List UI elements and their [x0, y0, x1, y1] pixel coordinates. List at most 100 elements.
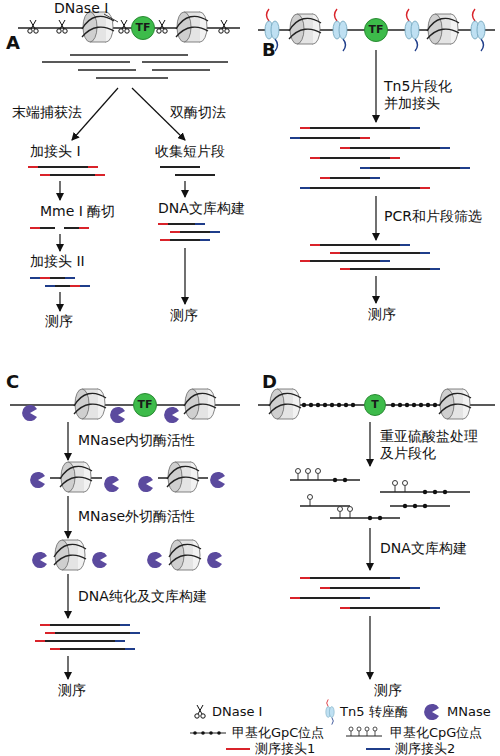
panel-a-art	[157, 20, 167, 33]
panel-d-art	[398, 403, 402, 407]
panel-d-art	[330, 403, 334, 407]
legend-samples	[367, 731, 368, 736]
tf-text: TF	[368, 24, 383, 36]
panel-b-art	[333, 9, 347, 51]
panel-b-art	[320, 177, 330, 179]
panel-a-art	[28, 166, 38, 168]
panel-d-art	[390, 577, 400, 579]
panel-b-art	[310, 244, 320, 246]
panel-b-art	[420, 252, 430, 254]
panel-b-art	[310, 244, 410, 246]
panel-a-art	[95, 174, 105, 176]
legend-samples	[193, 731, 221, 735]
panel-d-art	[419, 403, 423, 407]
panel-c-art	[167, 462, 199, 492]
panel-a-art	[59, 234, 60, 251]
legend-samples	[366, 748, 390, 750]
panel-a-art	[28, 166, 98, 168]
legend-samples	[357, 727, 361, 731]
panel-a-art	[119, 20, 129, 33]
panel-b-art	[390, 157, 400, 159]
legend-text: 测序接头1	[255, 741, 315, 756]
panel-b-art	[300, 187, 310, 189]
step-label: Tn5片段化并加接头	[384, 78, 464, 112]
legend-samples	[359, 731, 360, 736]
panel-d-art	[343, 478, 347, 482]
legend-text: 测序接头2	[395, 741, 455, 756]
panel-c-art	[67, 422, 68, 679]
panel-d-art	[337, 403, 341, 407]
panel-d-art	[308, 495, 313, 500]
panel-d-art	[433, 490, 437, 494]
panel-d-art	[290, 597, 300, 599]
panel-d-art	[290, 480, 470, 518]
panel-d-art	[290, 578, 440, 608]
panel-b-art	[375, 50, 376, 122]
step-label: PCR和片段筛选	[384, 208, 482, 225]
panel-a-art	[40, 227, 55, 229]
panel-a-art	[59, 292, 60, 311]
panel-d-art	[369, 616, 370, 679]
panel-a-art	[40, 277, 50, 279]
step-label: 测序	[374, 682, 402, 699]
panel-c-art	[10, 389, 240, 679]
panel-c-art	[54, 540, 86, 570]
panel-letter: C	[6, 372, 19, 392]
panel-b-art	[258, 9, 495, 303]
legend-samples	[195, 705, 205, 718]
panel-d-art	[309, 403, 313, 407]
panel-d-art	[410, 587, 420, 589]
panel-b-art	[290, 137, 370, 139]
panel-c-art	[30, 472, 45, 488]
panel-a-art	[158, 223, 168, 225]
panel-b-art	[375, 196, 376, 240]
panel-c-art	[32, 552, 47, 568]
panel-a-art	[184, 181, 185, 197]
panel-d-art	[423, 490, 427, 494]
panel-b-art	[340, 147, 450, 149]
panel-a-art	[40, 174, 50, 176]
panel-a-art	[70, 54, 188, 56]
panel-d-art	[340, 607, 440, 609]
panel-b-art	[290, 137, 300, 139]
panel-a-art	[88, 166, 98, 168]
panel-a-art	[60, 88, 185, 311]
panel-d-art	[340, 512, 341, 518]
panel-b-art	[360, 137, 370, 139]
panel-d-art	[318, 474, 319, 480]
panel-b-art	[290, 128, 470, 269]
panel-b-art	[400, 244, 410, 246]
panel-c-art	[67, 422, 68, 460]
panel-b-art	[405, 9, 419, 51]
panel-d-art	[338, 507, 343, 512]
panel-d-art	[316, 403, 320, 407]
panel-c-art	[164, 407, 179, 423]
panel-letter: B	[262, 40, 276, 60]
panel-a-art	[160, 166, 200, 168]
panel-d-art	[403, 504, 407, 508]
panel-d-art	[439, 389, 471, 419]
panel-c-art	[40, 624, 50, 626]
panel-c-art	[35, 640, 125, 642]
panel-b-art	[340, 147, 350, 149]
panel-letter: A	[6, 33, 20, 53]
panel-b-art	[471, 9, 485, 51]
step-label: DNase I	[54, 0, 108, 17]
panel-a-art	[158, 223, 205, 225]
step-label: 测序	[170, 307, 198, 324]
panel-d-art	[369, 422, 370, 466]
panel-a-art	[160, 239, 170, 241]
step-label: 重亚硫酸盐处理及片段化	[380, 428, 484, 462]
panel-b-art	[330, 252, 430, 254]
tf-circle: TF	[133, 393, 157, 417]
panel-d-art	[368, 516, 372, 520]
panel-b-art	[340, 268, 440, 270]
panel-d-art	[302, 403, 306, 407]
panel-d-art	[403, 481, 408, 486]
panel-d-art	[300, 577, 400, 579]
panel-d-art	[333, 478, 337, 482]
panel-d-art	[426, 403, 430, 407]
panel-a-art	[28, 167, 220, 286]
panel-d-art	[423, 504, 427, 508]
panel-d-art	[298, 474, 299, 480]
